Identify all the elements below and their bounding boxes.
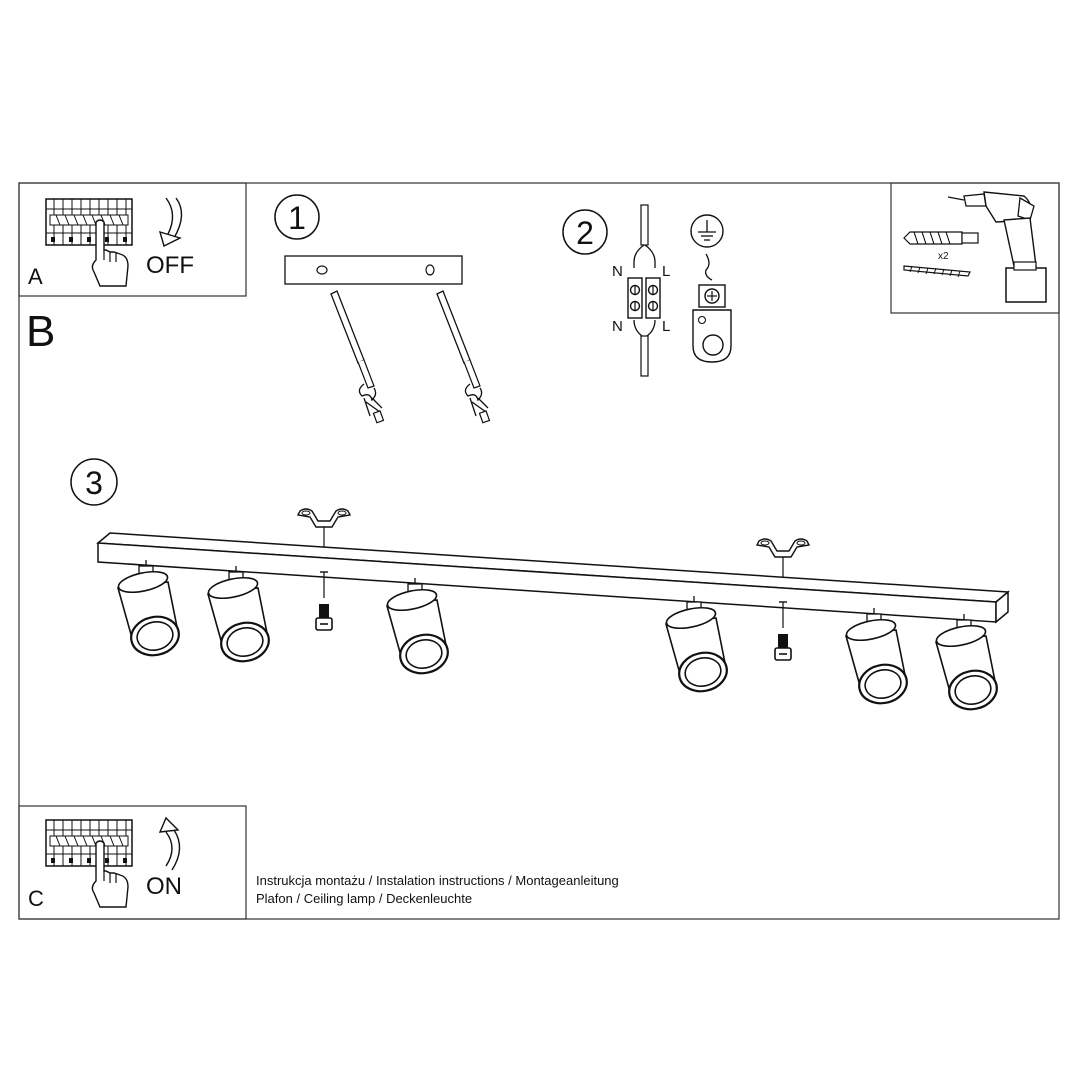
panel-b-letter: B <box>26 307 55 356</box>
screw-icon <box>903 265 971 278</box>
outer-frame <box>18 182 1060 920</box>
panel-c-border <box>18 805 247 920</box>
step-2-number: 2 <box>576 215 594 251</box>
fixing-screw-icon <box>774 601 792 661</box>
ground-symbol-icon <box>690 214 724 248</box>
spotlight-icon <box>205 564 274 667</box>
tools-panel-border <box>890 182 1060 314</box>
switch-off-label: OFF <box>146 252 194 279</box>
spotlight-icon <box>384 576 453 679</box>
spotlight-icon <box>663 594 732 697</box>
panel-a-border <box>18 182 247 297</box>
fixing-screw-icon <box>315 571 333 631</box>
arrow-down-icon <box>158 197 183 248</box>
spotlight-icon <box>843 606 912 709</box>
arrow-up-icon <box>158 816 181 871</box>
instructions-title: Instrukcja montażu / Instalation instruc… <box>256 873 619 888</box>
switch-on-label: ON <box>146 873 182 900</box>
step-1-number: 1 <box>288 200 306 236</box>
circuit-breaker-icon <box>45 198 133 246</box>
step-1-marker <box>274 194 320 240</box>
step-2: 2 N L N L <box>562 204 732 377</box>
wall-plug-icon <box>436 290 491 424</box>
spotlight-icon <box>933 612 1002 715</box>
step-3-number: 3 <box>85 465 103 501</box>
neutral-bottom-label: N <box>612 318 623 335</box>
plate-hole-icon <box>425 264 435 276</box>
wall-plug-icon <box>903 231 979 245</box>
plate-hole-icon <box>316 265 328 275</box>
quantity-label: x2 <box>938 251 949 262</box>
drill-icon <box>947 191 1047 303</box>
spotlight-icon <box>115 558 184 661</box>
panel-c-letter: C <box>28 886 44 911</box>
ground-terminal-icon <box>692 253 732 363</box>
step-3: 3 <box>70 458 1010 715</box>
step-2-marker <box>562 209 608 255</box>
step-1: 1 <box>274 194 491 424</box>
neutral-top-label: N <box>612 263 623 280</box>
tools-panel: x2 <box>890 182 1060 314</box>
live-bottom-label: L <box>662 318 670 335</box>
panel-a: OFF A <box>18 182 247 297</box>
wall-plug-icon <box>330 290 385 424</box>
panel-c: ON C <box>18 805 247 920</box>
step-3-marker <box>70 458 118 506</box>
mounting-plate <box>284 255 463 285</box>
circuit-breaker-icon <box>45 819 133 867</box>
panel-a-letter: A <box>28 264 43 289</box>
product-type-caption: Plafon / Ceiling lamp / Deckenleuchte <box>256 891 473 906</box>
terminal-block-icon <box>627 204 661 377</box>
live-top-label: L <box>662 263 670 280</box>
lamp-rail <box>96 532 1010 624</box>
